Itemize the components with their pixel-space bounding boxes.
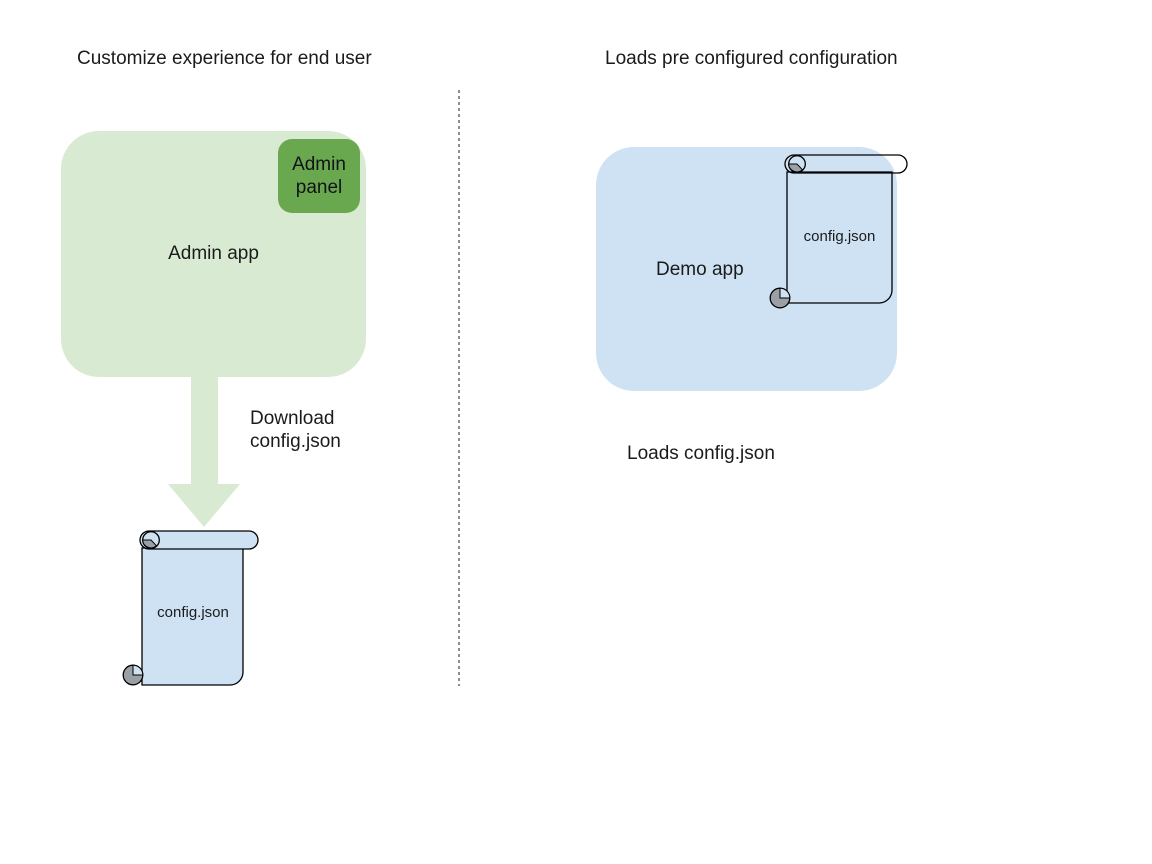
admin-panel-label-line1: Admin xyxy=(292,154,346,175)
download-arrow-label-line2: config.json xyxy=(250,430,341,452)
left-section-title: Customize experience for end user xyxy=(77,48,372,69)
admin-panel-box: Admin panel xyxy=(278,139,360,213)
admin-panel-label-line2: panel xyxy=(295,177,343,198)
config-file-label-right: config.json xyxy=(803,228,876,245)
config-file-label-left: config.json xyxy=(157,604,229,621)
scroll-file-icon xyxy=(122,530,259,686)
right-section-title: Loads pre configured configuration xyxy=(605,48,898,69)
demo-app-label: Demo app xyxy=(656,259,744,280)
config-file-scroll-right xyxy=(766,150,911,310)
loads-config-caption: Loads config.json xyxy=(627,443,775,464)
admin-app-label: Admin app xyxy=(168,243,259,264)
download-arrow-label: Download config.json xyxy=(250,408,341,453)
config-file-scroll-left xyxy=(118,526,266,692)
down-arrow-icon xyxy=(168,377,240,527)
admin-app-box: Admin app Admin panel xyxy=(61,131,366,377)
section-divider xyxy=(458,90,460,686)
demo-app-box: Demo app xyxy=(596,147,897,391)
download-arrow-label-line1: Download xyxy=(250,408,335,429)
download-arrow xyxy=(160,377,250,529)
scroll-file-icon xyxy=(769,154,908,309)
